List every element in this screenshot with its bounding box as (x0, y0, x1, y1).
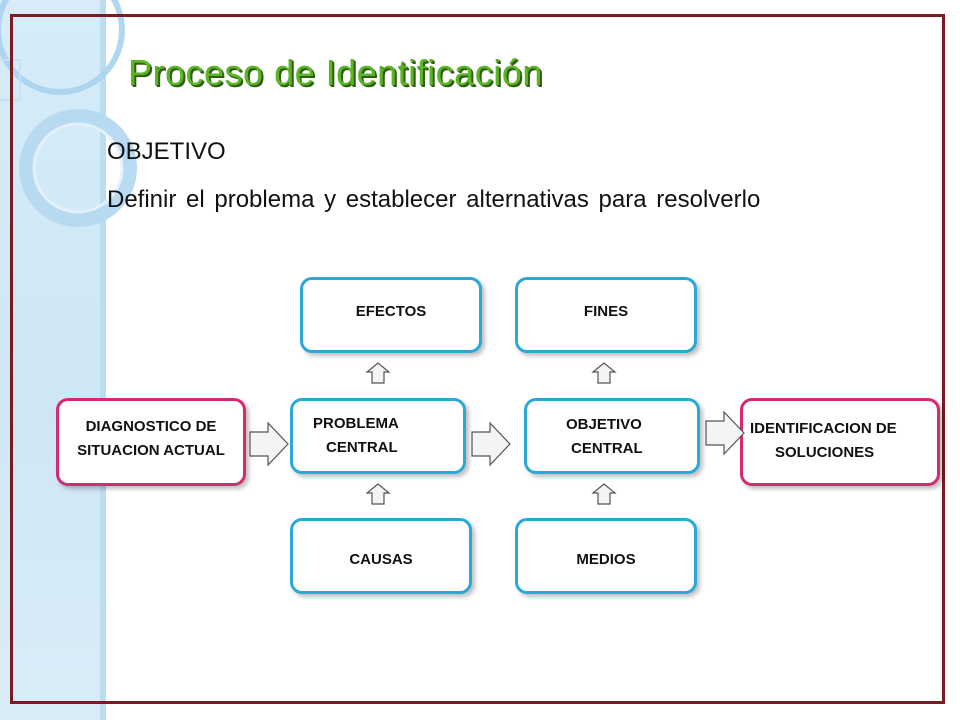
section-heading: OBJETIVO (107, 138, 226, 165)
objetivo-label-line1: OBJETIVO (566, 416, 642, 433)
causas-box (290, 518, 472, 594)
up-arrow-icon (591, 362, 617, 384)
identificacion-label-line2: SOLUCIONES (775, 444, 875, 461)
efectos-label: EFECTOS (355, 303, 427, 320)
fines-label: FINES (583, 303, 629, 320)
right-arrow-icon (471, 421, 511, 467)
problema-label-line1: PROBLEMA (313, 415, 399, 432)
identificacion-box (740, 398, 940, 486)
objetivo-label-line2: CENTRAL (571, 440, 643, 457)
causas-label: CAUSAS (349, 551, 413, 568)
problema-box (290, 398, 466, 474)
diagnostico-box (56, 398, 246, 486)
diagnostico-label-line2: SITUACION ACTUAL (77, 442, 225, 459)
slide-title: Proceso de Identificación (128, 52, 543, 93)
medios-box (515, 518, 697, 594)
slide-frame (10, 14, 945, 704)
objetivo-box (524, 398, 700, 474)
objective-text: Definir el problema y establecer alterna… (107, 186, 761, 213)
up-arrow-icon (365, 362, 391, 384)
diagnostico-label-line1: DIAGNOSTICO DE (85, 418, 217, 435)
right-arrow-icon (249, 421, 289, 467)
identificacion-label-line1: IDENTIFICACION DE (750, 420, 897, 437)
problema-label-line2: CENTRAL (326, 439, 398, 456)
up-arrow-icon (591, 483, 617, 505)
efectos-box (300, 277, 482, 353)
up-arrow-icon (365, 483, 391, 505)
right-arrow-icon (705, 410, 745, 456)
fines-box (515, 277, 697, 353)
medios-label: MEDIOS (576, 551, 636, 568)
